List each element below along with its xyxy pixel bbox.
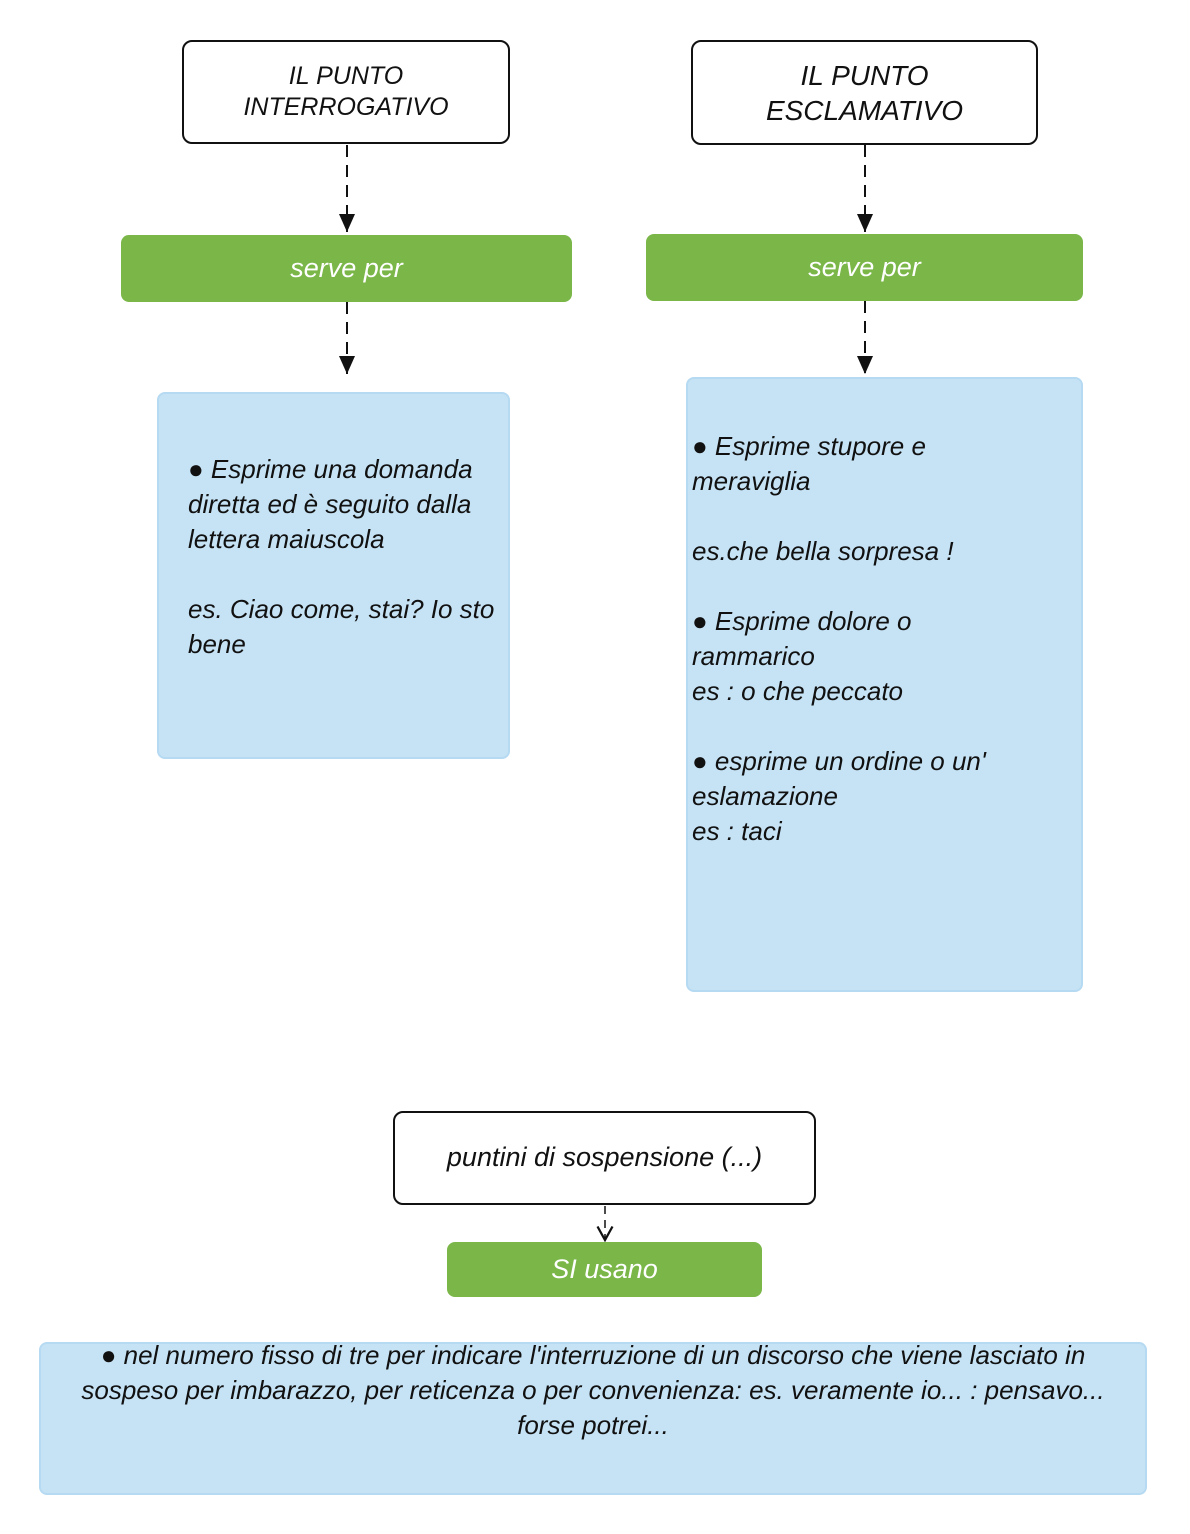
title-punto-interrogativo: IL PUNTO INTERROGATIVO	[182, 40, 510, 144]
note-interrogativo: ● Esprime una domanda diretta ed è segui…	[157, 392, 510, 759]
title-line: IL PUNTO	[288, 61, 404, 90]
note-text: ● Esprime una domanda diretta ed è segui…	[188, 454, 495, 659]
connector-si-usano: SI usano	[447, 1242, 762, 1297]
title-punto-esclamativo: IL PUNTO ESCLAMATIVO	[691, 40, 1038, 145]
title-line: IL PUNTO	[800, 59, 929, 91]
title-text: puntini di sospensione (...)	[446, 1142, 763, 1173]
title-line: ESCLAMATIVO	[765, 94, 964, 126]
connector-serve-per-left: serve per	[121, 235, 572, 302]
note-text: ● nel numero fisso di tre per indicare l…	[81, 1340, 1105, 1440]
note-sospensione: ● nel numero fisso di tre per indicare l…	[39, 1340, 1147, 1495]
note-esclamativo: ● Esprime stupore e meraviglia es.che be…	[686, 377, 1083, 992]
note-text: ● Esprime stupore e meraviglia es.che be…	[692, 431, 986, 846]
title-line: INTERROGATIVO	[243, 93, 449, 121]
title-puntini-sospensione: puntini di sospensione (...)	[393, 1111, 816, 1205]
connector-serve-per-right: serve per	[646, 234, 1083, 301]
